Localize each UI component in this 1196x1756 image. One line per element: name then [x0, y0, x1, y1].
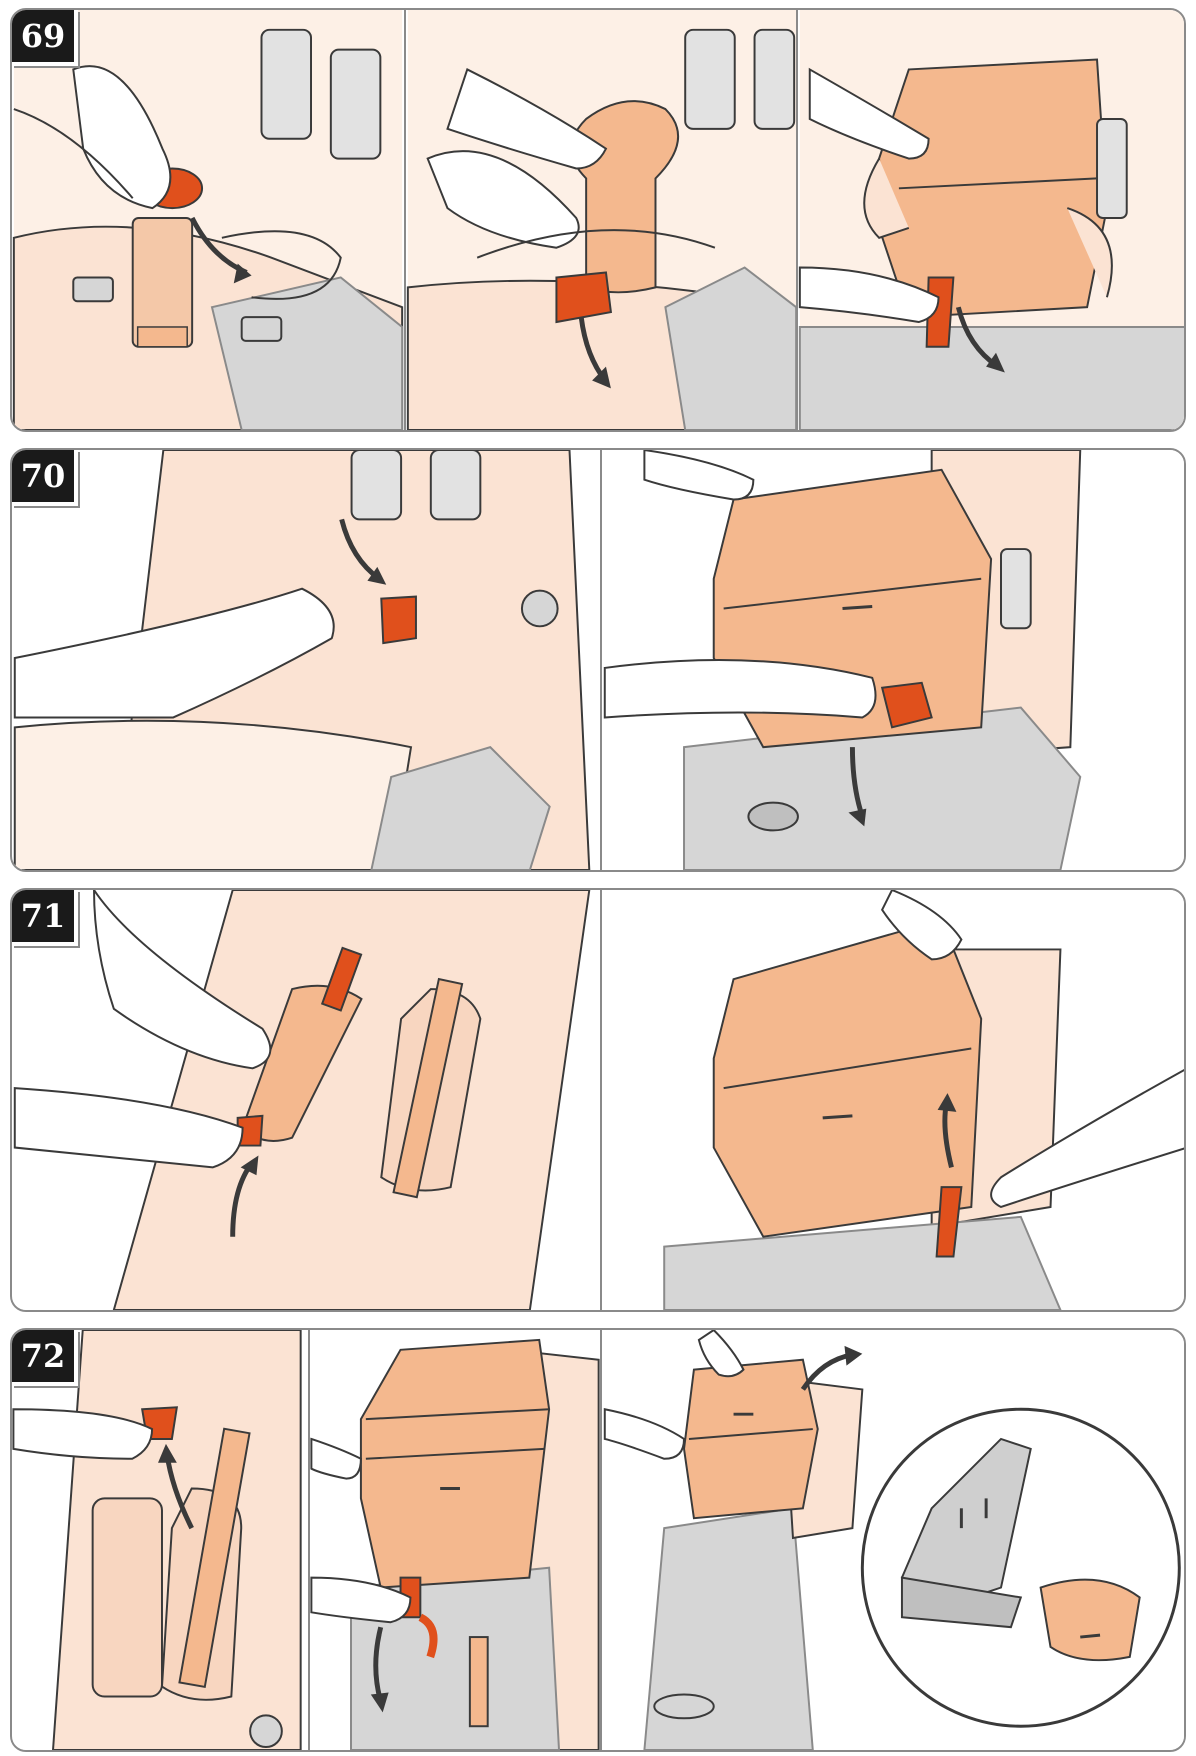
step-72-row: 72	[10, 1328, 1186, 1752]
step-69-panel-3	[796, 10, 1184, 430]
buckle-icon	[555, 271, 613, 324]
hand-icon	[13, 587, 335, 719]
hand-icon	[880, 890, 963, 961]
step-70-illustration-2	[603, 450, 1184, 870]
hand-icon	[697, 1330, 745, 1378]
seat-cushion-icon	[359, 1338, 551, 1589]
hand-icon	[808, 67, 930, 160]
step-72-panel-3	[600, 1330, 1184, 1750]
step-72-panel-1	[12, 1330, 308, 1750]
step-number-badge: 71	[12, 890, 78, 946]
step-69-illustration-2	[406, 10, 798, 430]
step-71-illustration-2	[604, 890, 1184, 1310]
step-70-row: 70	[10, 448, 1186, 872]
step-72-panel-2	[308, 1330, 602, 1750]
hand-icon	[446, 68, 608, 170]
hand-icon	[12, 1408, 154, 1460]
step-70-panel-1	[12, 450, 600, 870]
hand-icon	[72, 65, 172, 210]
step-69-illustration-1	[12, 10, 404, 430]
step-71-illustration-1	[13, 890, 598, 1310]
step-number-badge: 72	[12, 1330, 78, 1386]
hand-icon	[603, 1408, 686, 1460]
hand-icon	[603, 659, 877, 719]
hand-icon	[310, 1576, 412, 1624]
step-72-illustration-2	[310, 1330, 601, 1750]
hand-icon	[93, 890, 272, 1070]
step-72-illustration-3	[603, 1330, 1184, 1750]
buckle-icon	[380, 595, 417, 645]
hand-icon	[990, 1068, 1184, 1209]
step-71-panel-1	[12, 890, 600, 1310]
step-69-row: 69	[10, 8, 1186, 432]
step-70-panel-2	[600, 450, 1184, 870]
step-69-illustration-3	[798, 10, 1184, 430]
hand-icon	[798, 266, 940, 324]
buckle-icon	[935, 1186, 963, 1258]
seat-cushion-icon	[1039, 1578, 1141, 1662]
hand-icon	[13, 1087, 244, 1169]
step-69-panel-1	[12, 10, 404, 430]
hand-icon	[643, 450, 755, 501]
seat-cushion-icon	[683, 1358, 819, 1520]
step-70-illustration-1	[13, 450, 598, 870]
step-71-panel-2	[600, 890, 1184, 1310]
step-71-row: 71	[10, 888, 1186, 1312]
step-69-panel-2	[404, 10, 798, 430]
step-number-badge: 69	[12, 10, 78, 66]
step-number-badge: 70	[12, 450, 78, 506]
buckle-icon	[880, 681, 933, 729]
hand-icon	[310, 1437, 362, 1480]
step-72-illustration-1	[12, 1330, 307, 1750]
